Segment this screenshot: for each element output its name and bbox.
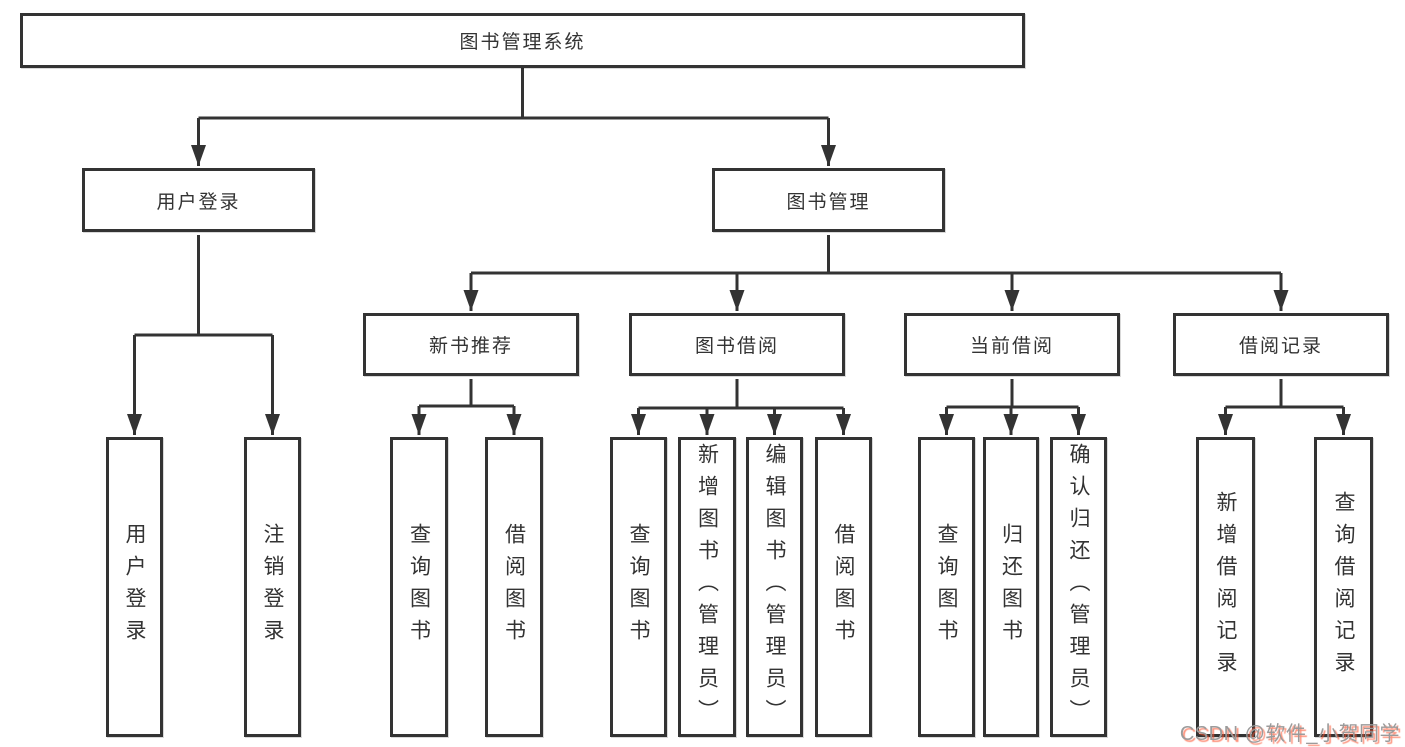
node-label: 新增图书（管理员） (695, 443, 719, 731)
node-label: 用户登录 (156, 191, 241, 213)
node-leaf-borrow-books-recommend: 借阅图书 (485, 437, 543, 737)
node-label: 查询图书 (935, 523, 958, 651)
node-leaf-edit-book-admin: 编辑图书（管理员） (746, 437, 803, 737)
node-leaf-query-books-recommend: 查询图书 (390, 437, 448, 737)
node-leaf-add-book-admin: 新增图书（管理员） (678, 437, 736, 737)
node-leaf-add-borrow-record: 新增借阅记录 (1196, 437, 1255, 737)
node-leaf-borrow-books-borrowing: 借阅图书 (815, 437, 872, 737)
node-label: 用户登录 (123, 523, 146, 651)
node-label: 新增借阅记录 (1214, 491, 1237, 683)
watermark: CSDN @软件_小贺同学 (1179, 723, 1400, 745)
node-root: 图书管理系统 (20, 13, 1025, 68)
node-leaf-user-login: 用户登录 (106, 437, 163, 737)
node-current-borrowing: 当前借阅 (904, 313, 1120, 376)
node-label: 借阅图书 (832, 523, 855, 651)
node-label: 新书推荐 (428, 336, 513, 357)
node-label: 查询借阅记录 (1332, 491, 1355, 683)
node-label: 查询图书 (407, 523, 431, 651)
node-leaf-confirm-return-admin: 确认归还（管理员） (1050, 437, 1107, 737)
node-label: 确认归还（管理员） (1067, 443, 1090, 731)
node-borrow-records: 借阅记录 (1173, 313, 1389, 376)
node-leaf-logout: 注销登录 (244, 437, 301, 737)
node-label: 借阅记录 (1238, 336, 1323, 357)
node-user-login: 用户登录 (82, 168, 315, 232)
node-label: 图书借阅 (694, 336, 779, 357)
node-leaf-query-books-borrowing: 查询图书 (610, 437, 667, 737)
node-label: 归还图书 (999, 523, 1023, 651)
node-book-management: 图书管理 (712, 168, 945, 232)
connector-arrows (127, 118, 1351, 435)
node-label: 编辑图书（管理员） (763, 443, 786, 731)
node-new-book-recommend: 新书推荐 (363, 313, 579, 376)
node-label: 当前借阅 (969, 336, 1054, 357)
node-label: 注销登录 (261, 523, 284, 651)
node-label: 图书管理 (786, 191, 871, 213)
node-label: 图书管理系统 (459, 32, 586, 53)
node-leaf-query-books-current: 查询图书 (918, 437, 975, 737)
node-label: 查询图书 (627, 523, 650, 651)
node-book-borrowing: 图书借阅 (629, 313, 845, 376)
node-leaf-query-borrow-record: 查询借阅记录 (1314, 437, 1373, 737)
node-leaf-return-book: 归还图书 (983, 437, 1039, 737)
node-label: 借阅图书 (502, 523, 526, 651)
